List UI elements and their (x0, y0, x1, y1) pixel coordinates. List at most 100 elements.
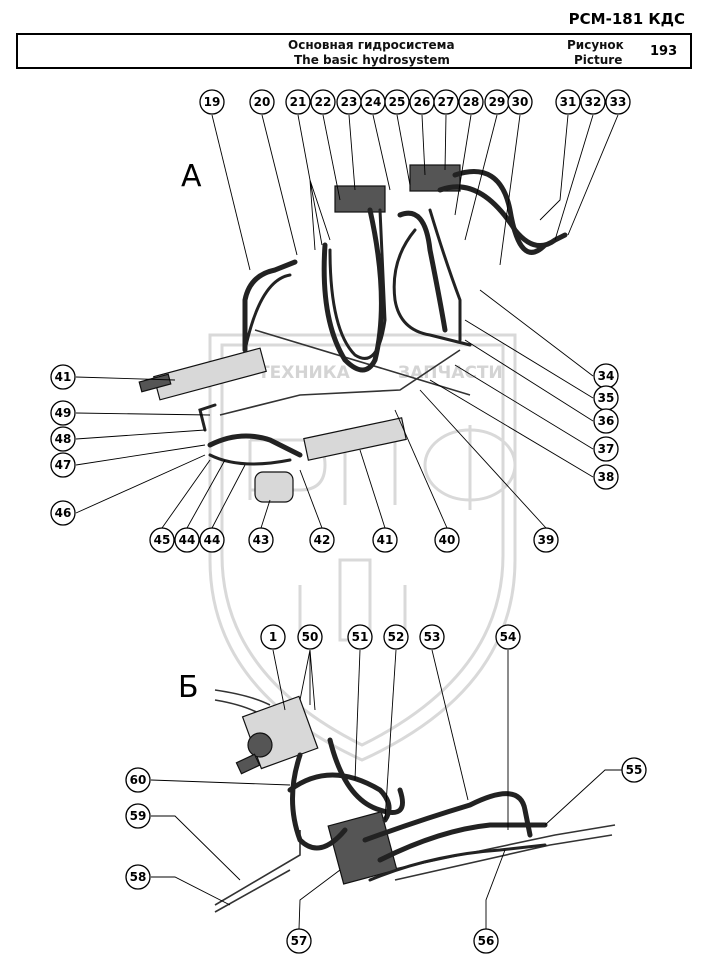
callout-number: 27 (438, 95, 455, 109)
callout-circle (149, 527, 175, 553)
callout-circle (260, 624, 286, 650)
callout-55: 55 (621, 757, 647, 783)
callout-number: 45 (154, 533, 171, 547)
gearbox-assembly (235, 695, 319, 775)
callout-number: 37 (598, 442, 615, 456)
callout-circle (50, 426, 76, 452)
callout-circle (248, 527, 274, 553)
callout-59: 59 (125, 803, 151, 829)
view-a-label: А (181, 159, 202, 194)
callout-22: 22 (310, 89, 336, 115)
view-b-assembly: Б (178, 670, 616, 913)
callout-50: 50 (297, 624, 323, 650)
callout-46: 46 (50, 500, 76, 526)
callout-21: 21 (285, 89, 311, 115)
callout-number: 44 (204, 533, 221, 547)
title-block: Основная гидросистема The basic hydrosys… (16, 33, 692, 69)
callout-number: 20 (254, 95, 271, 109)
callout-circle (473, 928, 499, 954)
callout-number: 57 (291, 934, 308, 948)
callout-number: 24 (365, 95, 382, 109)
callout-number: 55 (626, 763, 643, 777)
callout-number: 26 (414, 95, 431, 109)
callout-32: 32 (580, 89, 606, 115)
callout-30: 30 (507, 89, 533, 115)
callout-number: 52 (388, 630, 405, 644)
lift-cylinder-right (303, 417, 407, 461)
callout-circle (555, 89, 581, 115)
callout-number: 29 (489, 95, 506, 109)
callout-number: 59 (130, 809, 147, 823)
callout-number: 21 (290, 95, 307, 109)
callout-number: 40 (439, 533, 456, 547)
callout-26: 26 (409, 89, 435, 115)
callout-circle (372, 527, 398, 553)
callout-circle (419, 624, 445, 650)
callout-number: 49 (55, 406, 72, 420)
callout-39: 39 (533, 527, 559, 553)
callout-41: 41 (372, 527, 398, 553)
callout-number: 28 (463, 95, 480, 109)
callout-number: 41 (377, 533, 394, 547)
callout-29: 29 (484, 89, 510, 115)
callout-number: 38 (598, 470, 615, 484)
callout-number: 46 (55, 506, 72, 520)
callout-circle (593, 436, 619, 462)
callout-circle (50, 364, 76, 390)
callout-number: 42 (314, 533, 331, 547)
callout-circle (297, 624, 323, 650)
callout-number: 19 (204, 95, 221, 109)
callout-number: 56 (478, 934, 495, 948)
figure-label-english: Picture (574, 53, 623, 67)
callout-number: 30 (512, 95, 529, 109)
model-name: РСМ-181 КДС (568, 10, 685, 28)
callout-number: 54 (500, 630, 517, 644)
callout-47: 47 (50, 452, 76, 478)
callout-57: 57 (286, 928, 312, 954)
callout-number: 22 (315, 95, 332, 109)
callout-number: 43 (253, 533, 270, 547)
callout-circle (125, 803, 151, 829)
callout-circle (347, 624, 373, 650)
callout-54: 54 (495, 624, 521, 650)
callout-number: 25 (389, 95, 406, 109)
callout-number: 33 (610, 95, 627, 109)
callout-number: 35 (598, 391, 615, 405)
title-english: The basic hydrosystem (294, 53, 450, 67)
callout-circle (533, 527, 559, 553)
callout-number: 47 (55, 458, 72, 472)
callout-circle (310, 89, 336, 115)
callout-circle (309, 527, 335, 553)
callout-number: 23 (341, 95, 358, 109)
leader-lines (75, 114, 634, 930)
callout-circle (433, 89, 459, 115)
callout-52: 52 (383, 624, 409, 650)
figure-number: 193 (650, 44, 678, 59)
callout-number: 60 (130, 773, 147, 787)
callout-23: 23 (336, 89, 362, 115)
callout-circle (199, 89, 225, 115)
callout-circle (434, 527, 460, 553)
callout-circle (50, 500, 76, 526)
callout-20: 20 (249, 89, 275, 115)
callout-number: 51 (352, 630, 369, 644)
callout-44: 44 (199, 527, 225, 553)
callout-number: 48 (55, 432, 72, 446)
hydraulic-pump (254, 471, 294, 503)
callout-circle (286, 928, 312, 954)
callout-1: 1 (260, 624, 286, 650)
callout-circle (383, 624, 409, 650)
callout-56: 56 (473, 928, 499, 954)
callout-circle (593, 408, 619, 434)
callout-circle (174, 527, 200, 553)
callout-33: 33 (605, 89, 631, 115)
callout-48: 48 (50, 426, 76, 452)
callout-38: 38 (593, 464, 619, 490)
callout-circle (580, 89, 606, 115)
callout-number: 32 (585, 95, 602, 109)
callout-circle (507, 89, 533, 115)
callout-number: 34 (598, 369, 615, 383)
callout-circle (285, 89, 311, 115)
callout-40: 40 (434, 527, 460, 553)
